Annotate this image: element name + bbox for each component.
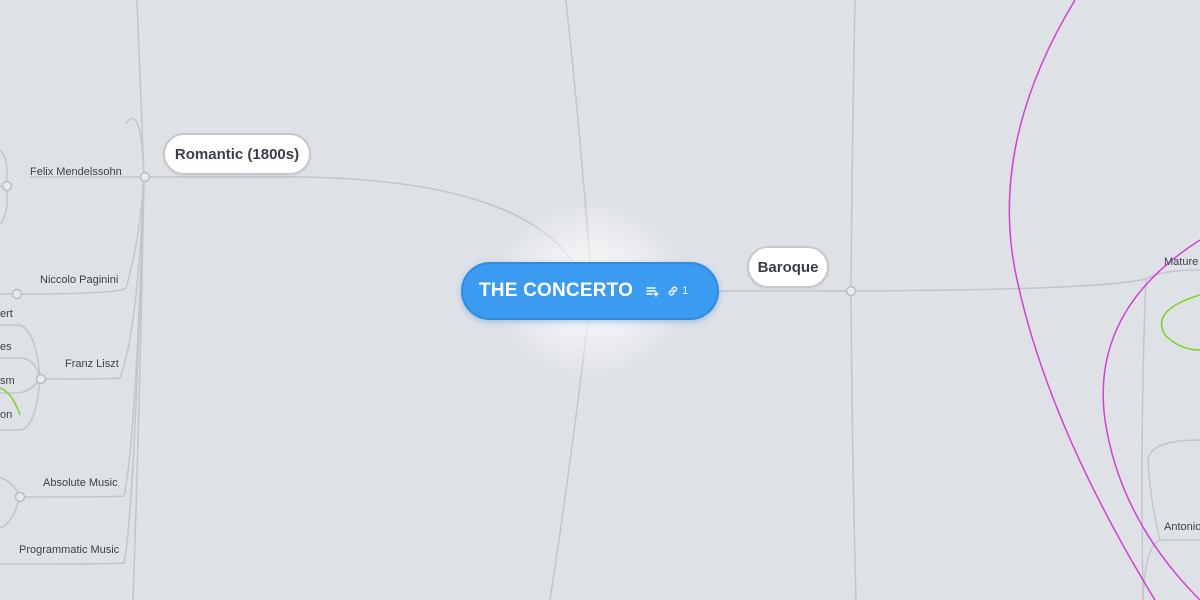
- connector-right-spine: [850, 0, 857, 600]
- connector-mendelssohn-up: [0, 149, 8, 187]
- link-icon[interactable]: [667, 285, 679, 297]
- branch-baroque-label: Baroque: [757, 258, 819, 276]
- relationship-green-right: [1160, 294, 1200, 351]
- connector-top-stub: [125, 117, 145, 178]
- connector-left-spine: [132, 0, 145, 600]
- node-dot-mendelssohn: [1, 180, 13, 192]
- topic-felix-mendelssohn[interactable]: Felix Mendelssohn: [30, 166, 122, 178]
- central-topic-title: THE CONCERTO: [479, 280, 634, 301]
- connector-liszt-1: [0, 324, 41, 380]
- branch-romantic[interactable]: Romantic (1800s): [163, 133, 311, 175]
- node-dot-paganini: [11, 288, 23, 300]
- topic-mature[interactable]: Mature: [1164, 256, 1199, 268]
- connector-absolute-sub2: [0, 496, 21, 529]
- relationship-magenta-1: [1008, 0, 1156, 600]
- connector-mature: [850, 269, 1200, 292]
- connector-antonio-under: [1147, 439, 1200, 541]
- relationship-magenta-2: [1102, 239, 1200, 600]
- connector-antonio: [1142, 539, 1200, 600]
- connector-liszt: [41, 176, 145, 380]
- node-dot-absolute: [14, 491, 26, 503]
- note-icon[interactable]: [645, 284, 659, 298]
- relationship-green-left: [0, 387, 21, 416]
- central-topic[interactable]: THE CONCERTO 1: [461, 262, 719, 320]
- topic-franz-liszt[interactable]: Franz Liszt: [65, 358, 119, 370]
- connector-absolute: [19, 176, 145, 498]
- connector-programmatic: [0, 176, 145, 565]
- topic-niccolo-paginini[interactable]: Niccolo Paginini: [40, 274, 119, 286]
- connector-paganini: [19, 176, 145, 295]
- topic-antonio[interactable]: Antonio: [1164, 521, 1200, 533]
- link-count: 1: [682, 285, 689, 297]
- node-dot-baroque: [845, 285, 857, 297]
- connector-liszt-4: [0, 378, 41, 431]
- topic-absolute-music[interactable]: Absolute Music: [43, 477, 118, 489]
- topic-liszt-child-2[interactable]: es: [0, 341, 12, 353]
- topic-liszt-child-1[interactable]: ert: [0, 308, 13, 320]
- connector-mature-vertical: [1141, 278, 1147, 600]
- branch-romantic-label: Romantic (1800s): [174, 145, 300, 163]
- topic-liszt-child-4[interactable]: on: [0, 409, 13, 421]
- topic-liszt-child-3[interactable]: sm: [0, 375, 15, 387]
- connector-mendelssohn-down: [0, 185, 8, 226]
- node-dot-liszt: [35, 373, 47, 385]
- branch-baroque[interactable]: Baroque: [747, 246, 829, 288]
- node-dot-romantic: [139, 171, 151, 183]
- topic-programmatic-music[interactable]: Programmatic Music: [19, 544, 120, 556]
